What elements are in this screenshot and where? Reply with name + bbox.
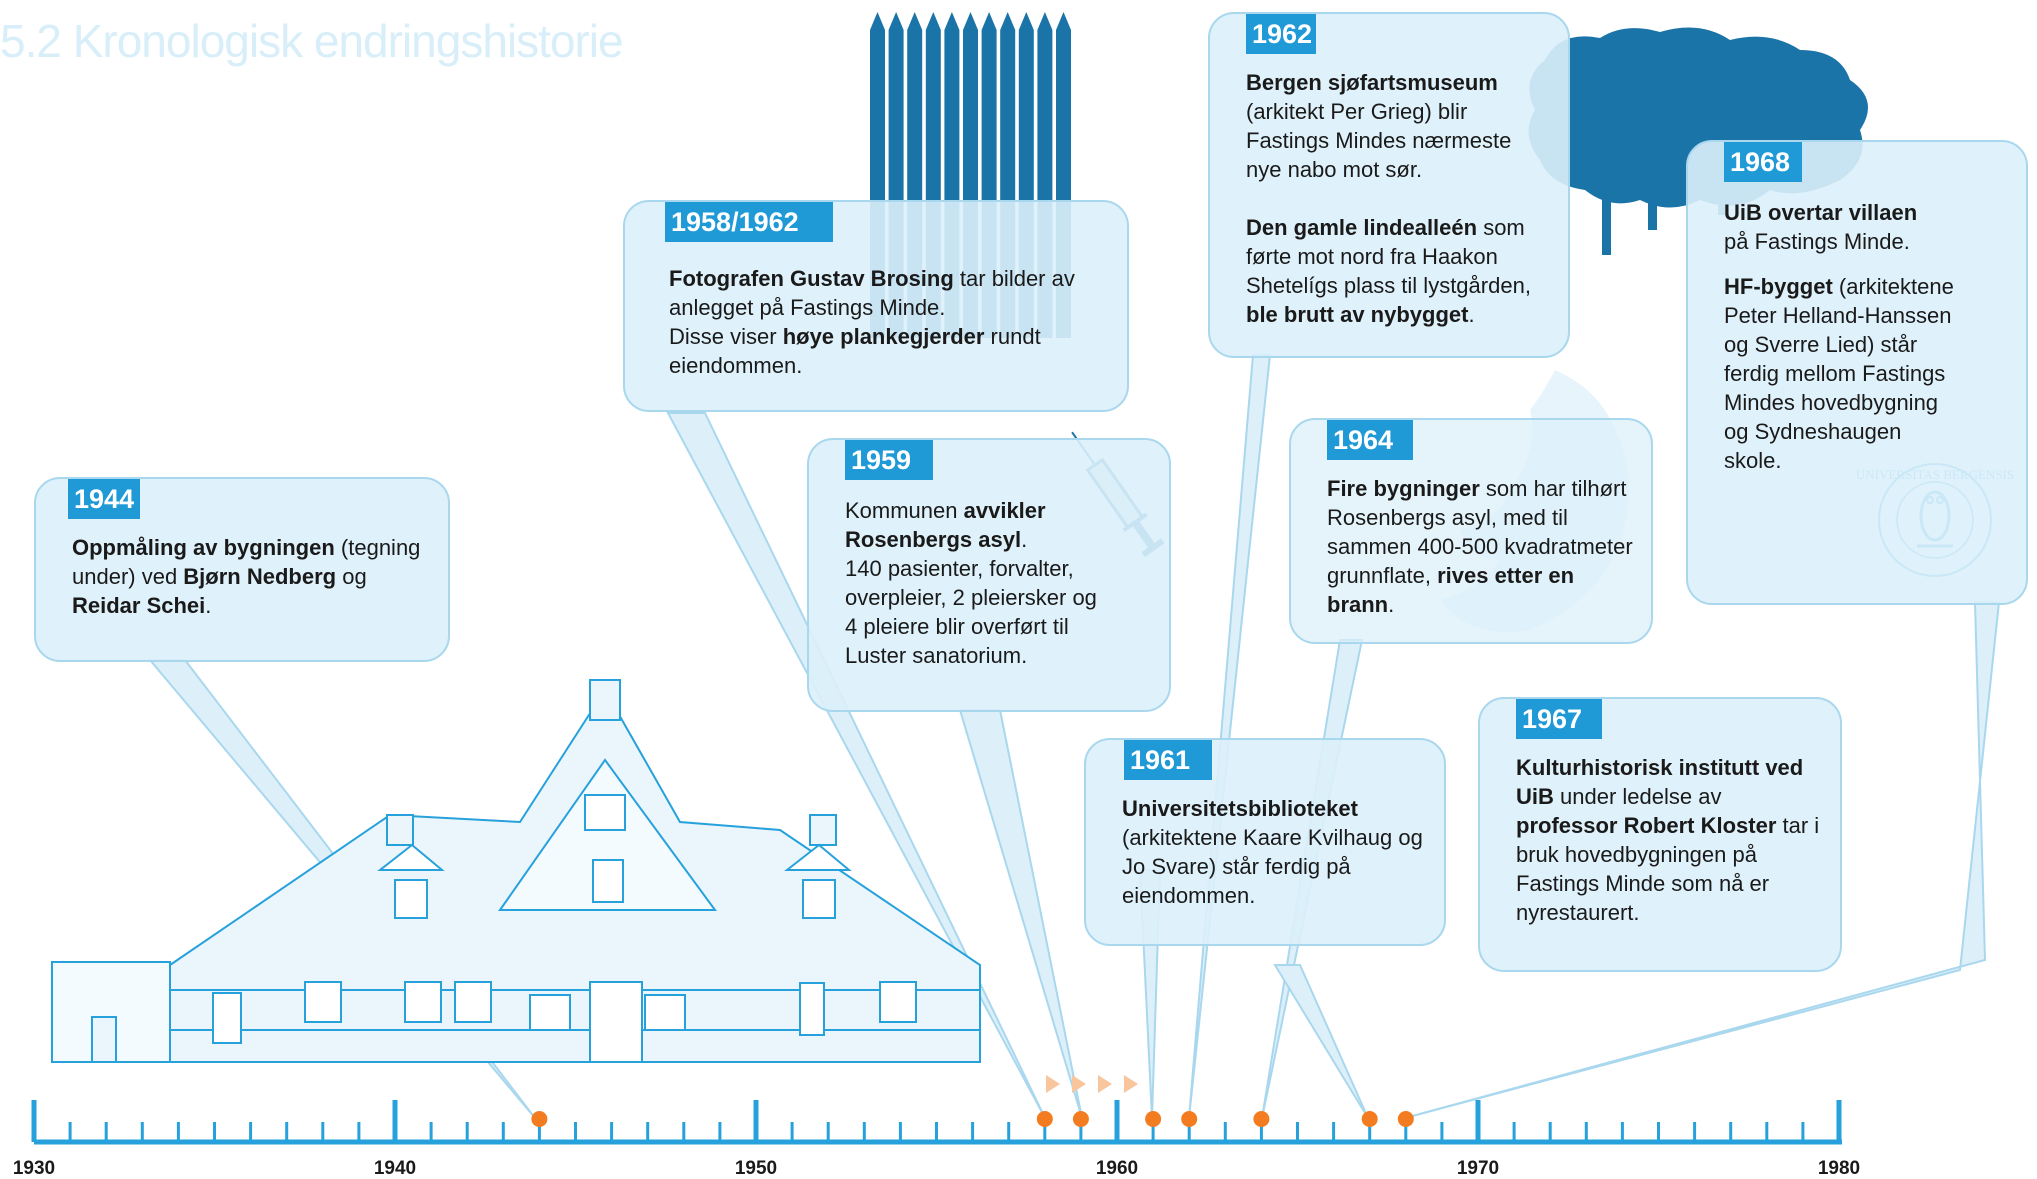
text-bold: HF-bygget xyxy=(1724,274,1833,299)
text: 140 pasienter, forvalter, overpleier, 2 … xyxy=(845,556,1097,668)
text: og xyxy=(336,564,367,589)
text-bold: UiB overtar villaen xyxy=(1724,200,1918,225)
event-box-1967: 1967 Kulturhistorisk institutt ved UiB u… xyxy=(1478,697,1842,972)
text: tar i bruk hovedbygningen på Fastings Mi… xyxy=(1516,813,1820,925)
text-bold: professor Robert Kloster xyxy=(1516,813,1777,838)
text-bold: Bergen sjøfartsmuseum xyxy=(1246,70,1498,95)
text: . xyxy=(1021,527,1028,552)
text: som førte mot nord fra Haakon Shetelígs … xyxy=(1246,215,1531,298)
text-bold: Universitetsbiblioteket xyxy=(1122,796,1358,821)
year-tag: 1961 xyxy=(1124,740,1212,780)
axis-year-label: 1970 xyxy=(1456,1158,1500,1179)
text: under ledelse av xyxy=(1553,784,1722,809)
text: . xyxy=(1388,592,1395,617)
text-bold: Bjørn Nedberg xyxy=(183,564,337,589)
text: (tegning under) ved xyxy=(72,535,421,589)
axis-year-label: 1950 xyxy=(734,1158,778,1179)
year-tag: 1968 xyxy=(1724,142,1802,182)
text: (arkitekt Per Grieg) blir Fastings Minde… xyxy=(1246,99,1512,182)
text: . xyxy=(205,593,212,618)
text-bold: Reidar Schei xyxy=(72,593,206,618)
event-box-1962: 1962 Bergen sjøfartsmuseum (arkitekt Per… xyxy=(1208,12,1570,358)
event-dot xyxy=(1253,1111,1270,1127)
text-bold: avvikler Rosenbergs asyl xyxy=(845,498,1046,552)
axis-year-label: 1930 xyxy=(12,1158,56,1179)
text: som har tilhørt Rosenbergs asyl, med til… xyxy=(1327,476,1633,588)
text: . xyxy=(1468,302,1475,327)
text-bold: rives etter en brann xyxy=(1327,563,1575,617)
text: tar bilder av anlegget på Fastings Minde… xyxy=(669,266,1075,320)
event-dot xyxy=(1036,1111,1053,1127)
year-tag: 1959 xyxy=(845,440,933,480)
event-box-1964: 1964 Fire bygninger som har tilhørt Rose… xyxy=(1289,418,1653,644)
event-box-1968: 1968 UiB overtar villaen på Fastings Min… xyxy=(1686,140,2028,605)
event-box-1959: 1959 Kommunen avvikler Rosenbergs asyl. … xyxy=(807,438,1171,712)
event-dot xyxy=(1145,1111,1162,1127)
year-tag: 1967 xyxy=(1516,699,1602,739)
text: rundt eiendommen. xyxy=(669,324,1041,378)
axis-year-label: 1940 xyxy=(373,1158,417,1179)
year-tag: 1944 xyxy=(68,479,141,519)
year-tag: 1962 xyxy=(1246,14,1316,54)
event-dot xyxy=(1397,1111,1414,1127)
axis-year-label: 1960 xyxy=(1095,1158,1139,1179)
year-tag: 1964 xyxy=(1327,420,1413,460)
text-bold: Den gamle lindealleén xyxy=(1246,215,1478,240)
text-bold: Kulturhistorisk institutt ved UiB xyxy=(1516,755,1804,809)
event-dot xyxy=(1072,1111,1089,1127)
event-dot xyxy=(1181,1111,1198,1127)
text: Disse viser xyxy=(669,324,783,349)
event-dot xyxy=(531,1111,548,1127)
text-bold: Fire bygninger xyxy=(1327,476,1480,501)
event-box-1944: 1944 Oppmåling av bygningen (tegning und… xyxy=(34,477,450,662)
text-bold: Fotografen Gustav Brosing xyxy=(669,266,954,291)
event-box-1958-1962: 1958/1962 Fotografen Gustav Brosing tar … xyxy=(623,200,1129,412)
text-bold: ble brutt av nybygget xyxy=(1246,302,1469,327)
event-dot xyxy=(1361,1111,1378,1127)
text-bold: høye plankegjerder xyxy=(782,324,985,349)
page-title: 5.2 Kronologisk endringshistorie xyxy=(0,15,624,67)
axis-year-label: 1980 xyxy=(1817,1158,1861,1179)
text: Kommunen xyxy=(845,498,964,523)
text: på Fastings Minde. xyxy=(1724,229,1910,254)
forward-arrows-icon xyxy=(1046,1075,1138,1093)
house-drawing xyxy=(51,679,981,1063)
text-bold: Oppmåling av bygningen xyxy=(72,535,335,560)
text: (arkitektene Peter Helland-Hanssen og Sv… xyxy=(1724,274,1954,473)
event-box-1961: 1961 Universitetsbiblioteket (arkitekten… xyxy=(1084,738,1446,946)
text: (arkitektene Kaare Kvilhaug og Jo Svare)… xyxy=(1122,825,1423,908)
year-tag: 1958/1962 xyxy=(665,202,833,242)
timeline-axis xyxy=(31,1075,1842,1145)
